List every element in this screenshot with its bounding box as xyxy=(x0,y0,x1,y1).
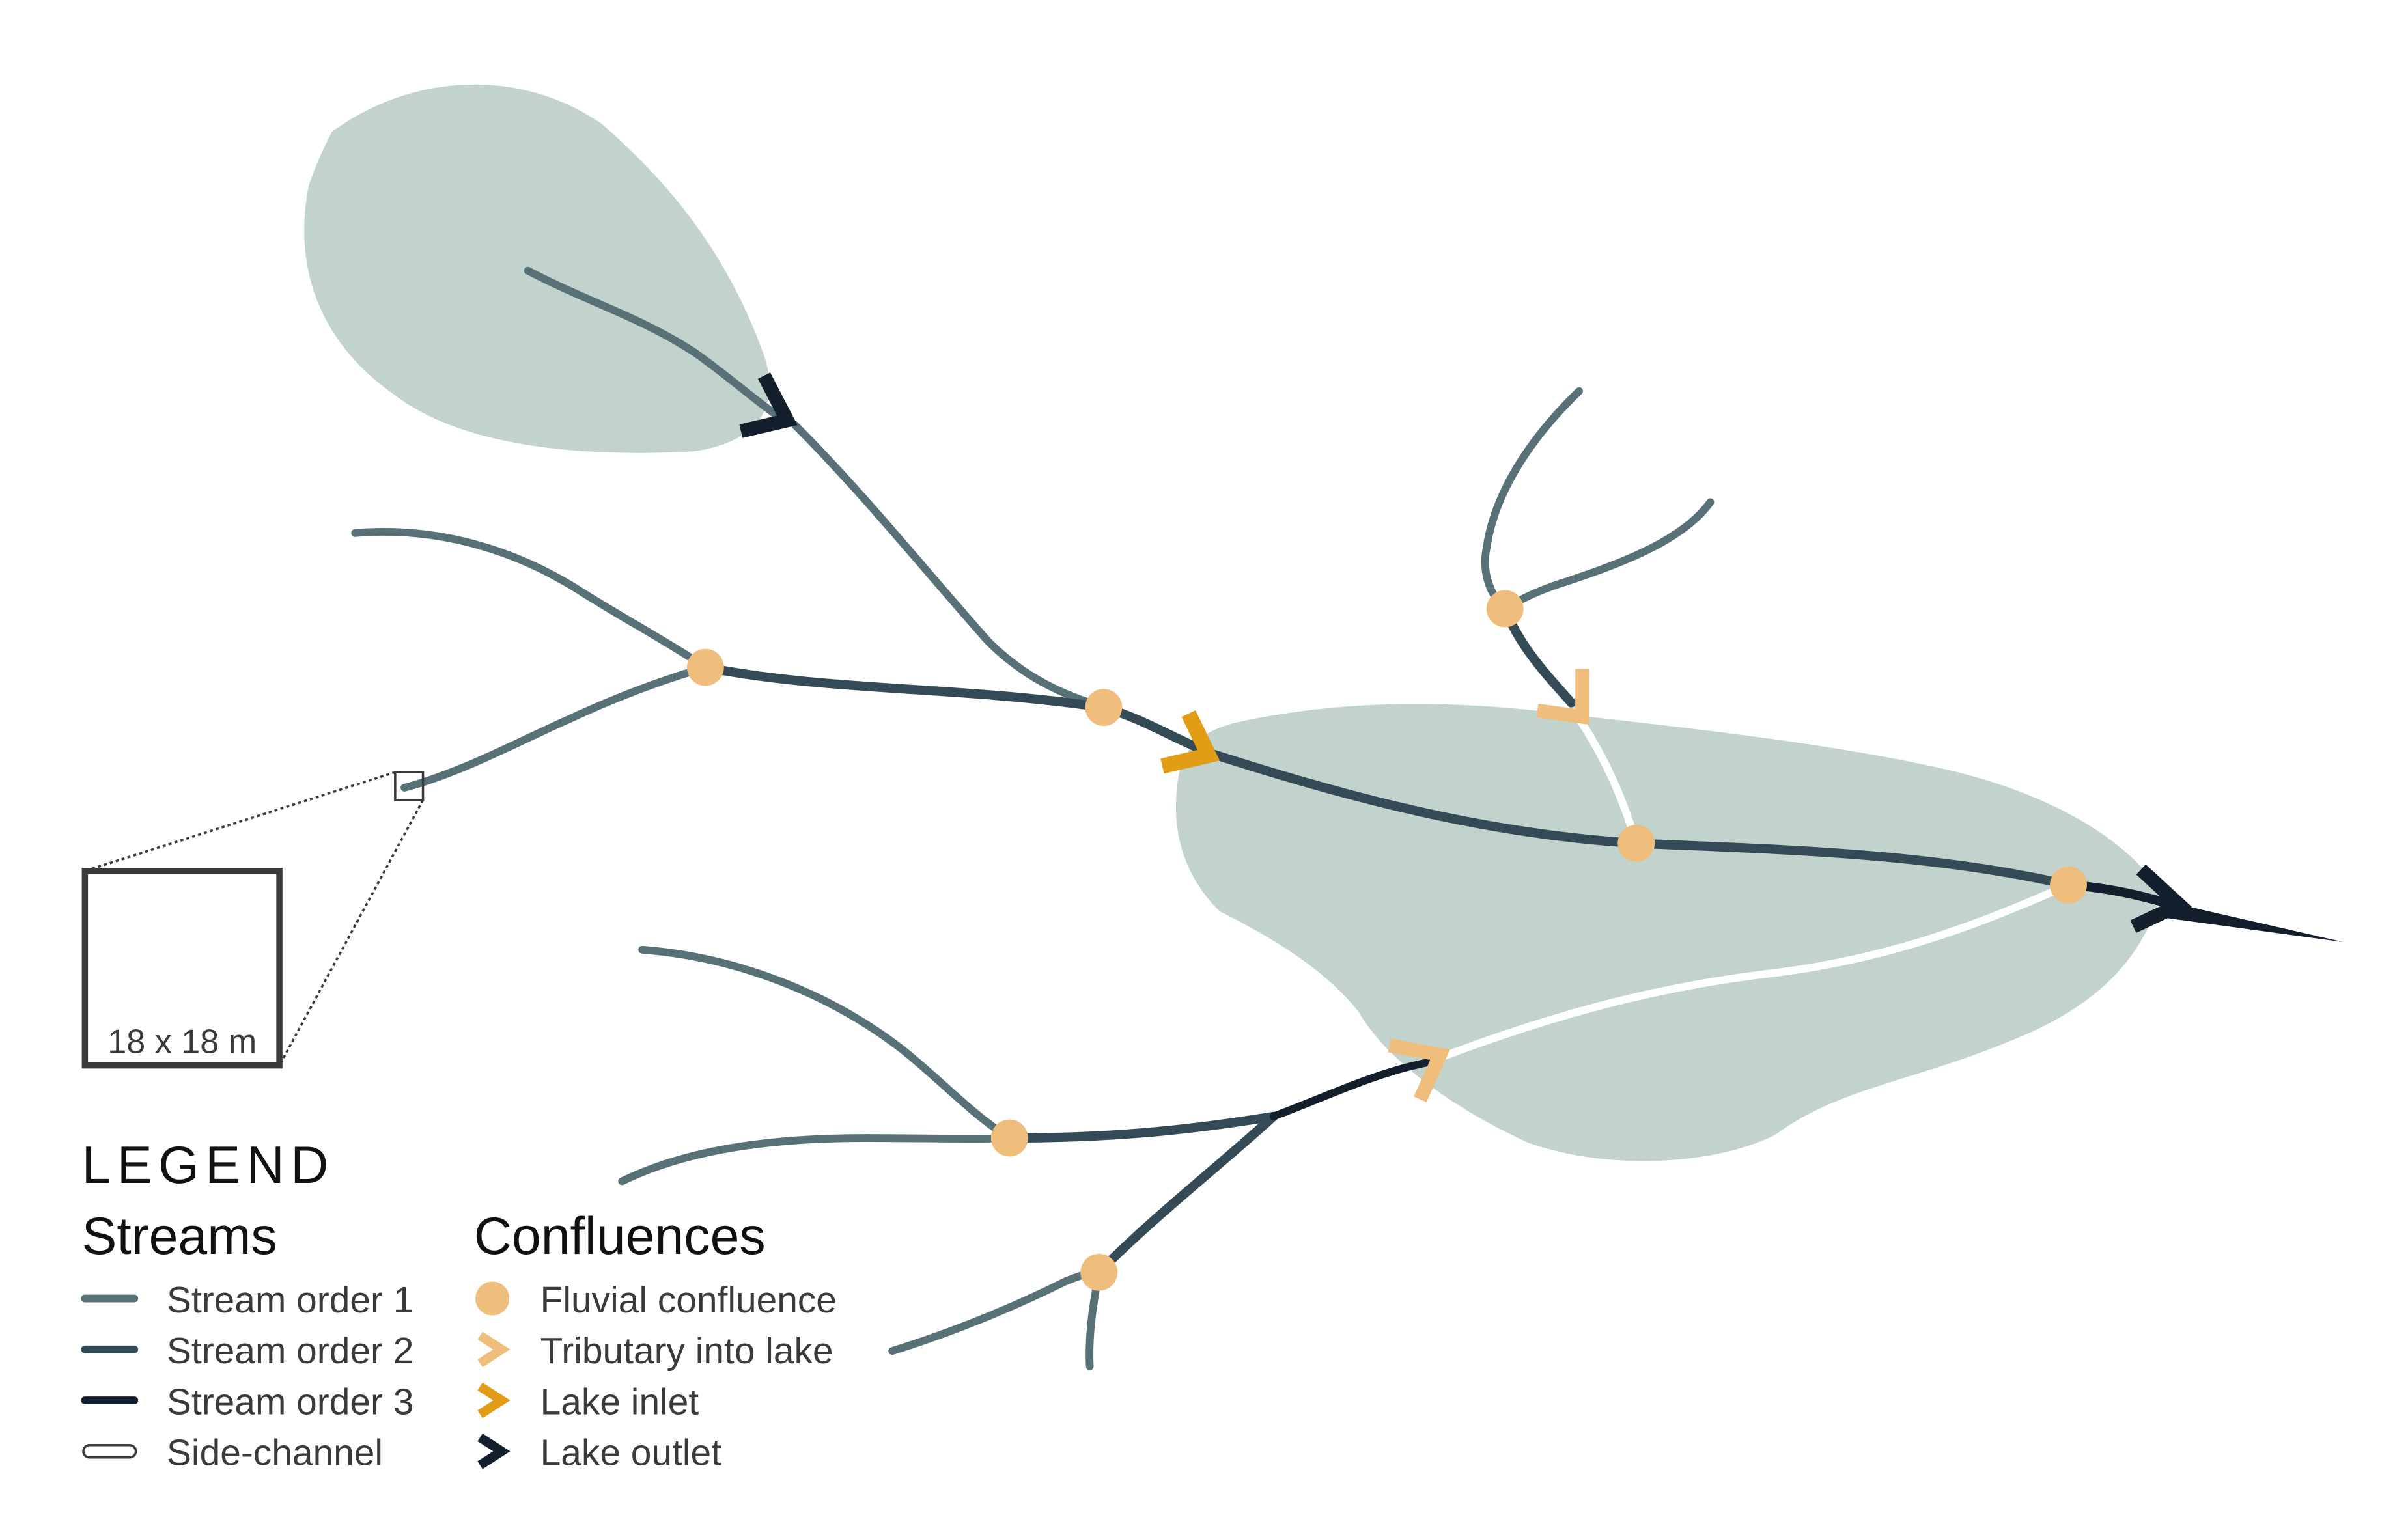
fluvial-confluence-dot xyxy=(1085,689,1123,727)
legend-fluvial-confluence-dot-icon xyxy=(475,1281,510,1316)
fluvial-confluences xyxy=(686,590,2087,1291)
stream-segment xyxy=(791,421,1108,712)
tributary-into-lake-chevron-icon xyxy=(1388,1038,1450,1103)
legend-streams: Streams Stream order 1 Stream order 2 St… xyxy=(81,1207,413,1474)
inset-box xyxy=(81,868,283,1069)
inset-connector xyxy=(278,799,425,1066)
stream-segment xyxy=(1005,1111,1278,1143)
upper-lake xyxy=(304,84,770,453)
legend-tributary-chevron-icon xyxy=(477,1331,511,1368)
fluvial-confluence-dot xyxy=(990,1119,1028,1157)
legend-item-label: Fluvial confluence xyxy=(540,1279,837,1321)
legend-title: LEGEND xyxy=(82,1136,335,1195)
legend-item-label: Tributary into lake xyxy=(540,1330,833,1372)
stream-segment xyxy=(400,663,710,792)
side-channel xyxy=(1423,881,2073,1066)
lake-outlet-chevron-icon xyxy=(2130,864,2192,933)
tributary-into-lake-chevron-icon xyxy=(1536,669,1589,725)
legend-lake-inlet-chevron-icon xyxy=(477,1382,511,1419)
legend-item-label: Stream order 2 xyxy=(167,1330,413,1372)
fluvial-confluence-dot xyxy=(1617,824,1655,862)
legend-streams-heading: Streams xyxy=(82,1207,277,1266)
fluvial-confluence-dot xyxy=(1486,590,1524,628)
stream-segment xyxy=(701,662,1216,758)
scale-inset: 18 x 18 m xyxy=(81,771,425,1069)
stream-segment xyxy=(638,945,1014,1142)
legend-confluences: Confluences Fluvial confluence Tributary… xyxy=(474,1207,837,1474)
stream-segment xyxy=(1501,498,1715,613)
stream-segment xyxy=(351,528,710,671)
legend-side-channel-line xyxy=(82,1443,137,1459)
stream-segment xyxy=(1269,1058,1432,1120)
legend-item-label: Lake outlet xyxy=(540,1432,721,1474)
lake-inlet-chevron-icon xyxy=(1160,710,1220,774)
inset-source-box xyxy=(394,771,425,801)
stream-segment xyxy=(1094,1111,1278,1277)
legend-item-label: Stream order 3 xyxy=(167,1381,413,1422)
stream-segment xyxy=(618,1134,1014,1186)
legend-lake-outlet-chevron-icon xyxy=(477,1433,511,1469)
outlet-stream-taper xyxy=(2161,900,2344,942)
fluvial-confluence-dot xyxy=(1080,1253,1118,1291)
legend-item-label: Lake inlet xyxy=(540,1381,699,1422)
fluvial-confluence-dot xyxy=(2050,866,2087,904)
stream-segment xyxy=(888,1268,1103,1355)
inset-scale-label: 18 x 18 m xyxy=(107,1023,257,1061)
stream-segment xyxy=(524,266,784,421)
fluvial-confluence-dot xyxy=(686,648,724,686)
inset-connector xyxy=(84,771,396,872)
markers xyxy=(739,372,2192,1103)
legend-item-label: Side-channel xyxy=(167,1432,383,1474)
legend: LEGEND Streams Stream order 1 Stream ord… xyxy=(81,1136,837,1474)
stream-segment xyxy=(1481,387,1583,613)
lake-outlet-chevron-icon xyxy=(739,372,798,438)
legend-confluences-heading: Confluences xyxy=(474,1207,766,1266)
legend-item-label: Stream order 1 xyxy=(167,1279,413,1321)
